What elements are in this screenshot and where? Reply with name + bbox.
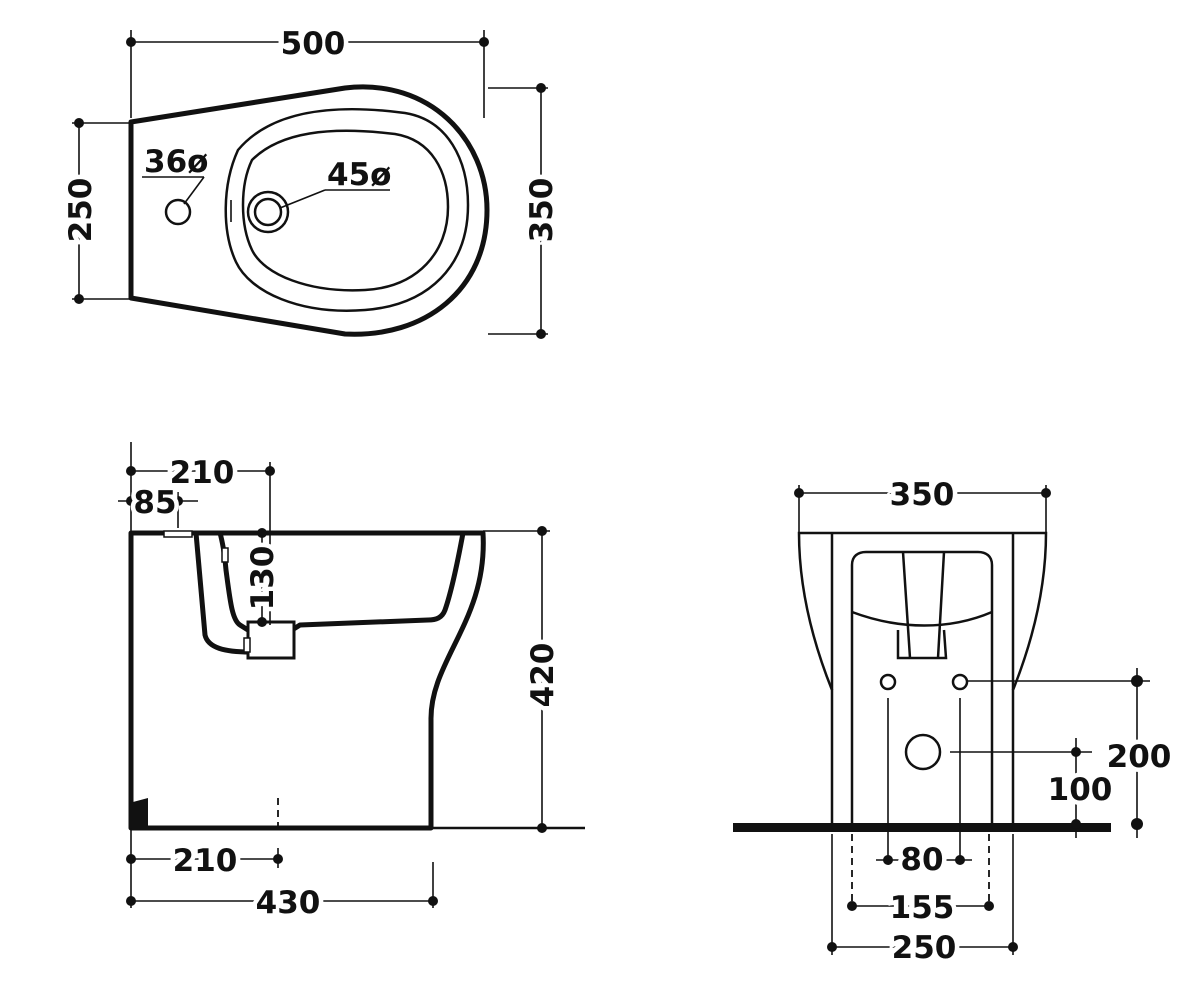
back-view-spout (896, 551, 948, 660)
tap-hole-icon (164, 198, 192, 226)
floor-fixing (133, 798, 148, 828)
dim-side-tap-hole-offset: 85 (133, 485, 176, 521)
tap-hole-marker (163, 530, 193, 538)
dim-back-supply-height: 200 (1107, 739, 1172, 775)
dim-back-inner-spacing: 155 (890, 890, 955, 926)
dim-back-drain-height: 100 (1048, 772, 1113, 808)
dim-top-length: 500 (281, 26, 346, 62)
drain-hole-outer-icon (246, 190, 290, 234)
supply-hole-left-icon (879, 673, 897, 691)
drain-outlet-icon (904, 733, 942, 771)
top-view-bowl-outer (224, 108, 470, 312)
dim-back-base-width: 250 (892, 930, 957, 966)
dim-back-supply-spacing: 80 (900, 842, 943, 878)
dim-tap-hole: 36ø (144, 144, 208, 180)
side-view-outline (128, 530, 486, 831)
dim-top-rear-width: 250 (63, 178, 99, 243)
dim-side-tap-offset: 210 (170, 455, 235, 491)
dim-side-fixing-offset: 210 (173, 843, 238, 879)
dim-drain-hole: 45ø (327, 157, 391, 193)
supply-hole-right-icon (951, 673, 969, 691)
drain-hole-inner-icon (253, 197, 283, 227)
top-view-bowl-inner (241, 129, 450, 292)
back-view-inner-frame (850, 550, 994, 828)
top-view: 500 250 350 36ø 45ø (59, 22, 565, 339)
drain-valve (246, 620, 296, 660)
back-view-bowl-curve (851, 610, 993, 627)
dim-side-bowl-depth: 130 (245, 546, 281, 611)
dim-side-height: 420 (525, 643, 561, 708)
dim-back-width: 350 (890, 477, 955, 513)
dim-side-depth: 430 (256, 885, 321, 921)
top-view-outline (128, 84, 490, 337)
back-floor-slab (733, 823, 1111, 832)
side-view: 210 85 130 420 210 430 (118, 442, 585, 926)
back-view: 350 200 100 80 155 250 (733, 473, 1176, 971)
dim-top-width: 350 (524, 178, 560, 243)
